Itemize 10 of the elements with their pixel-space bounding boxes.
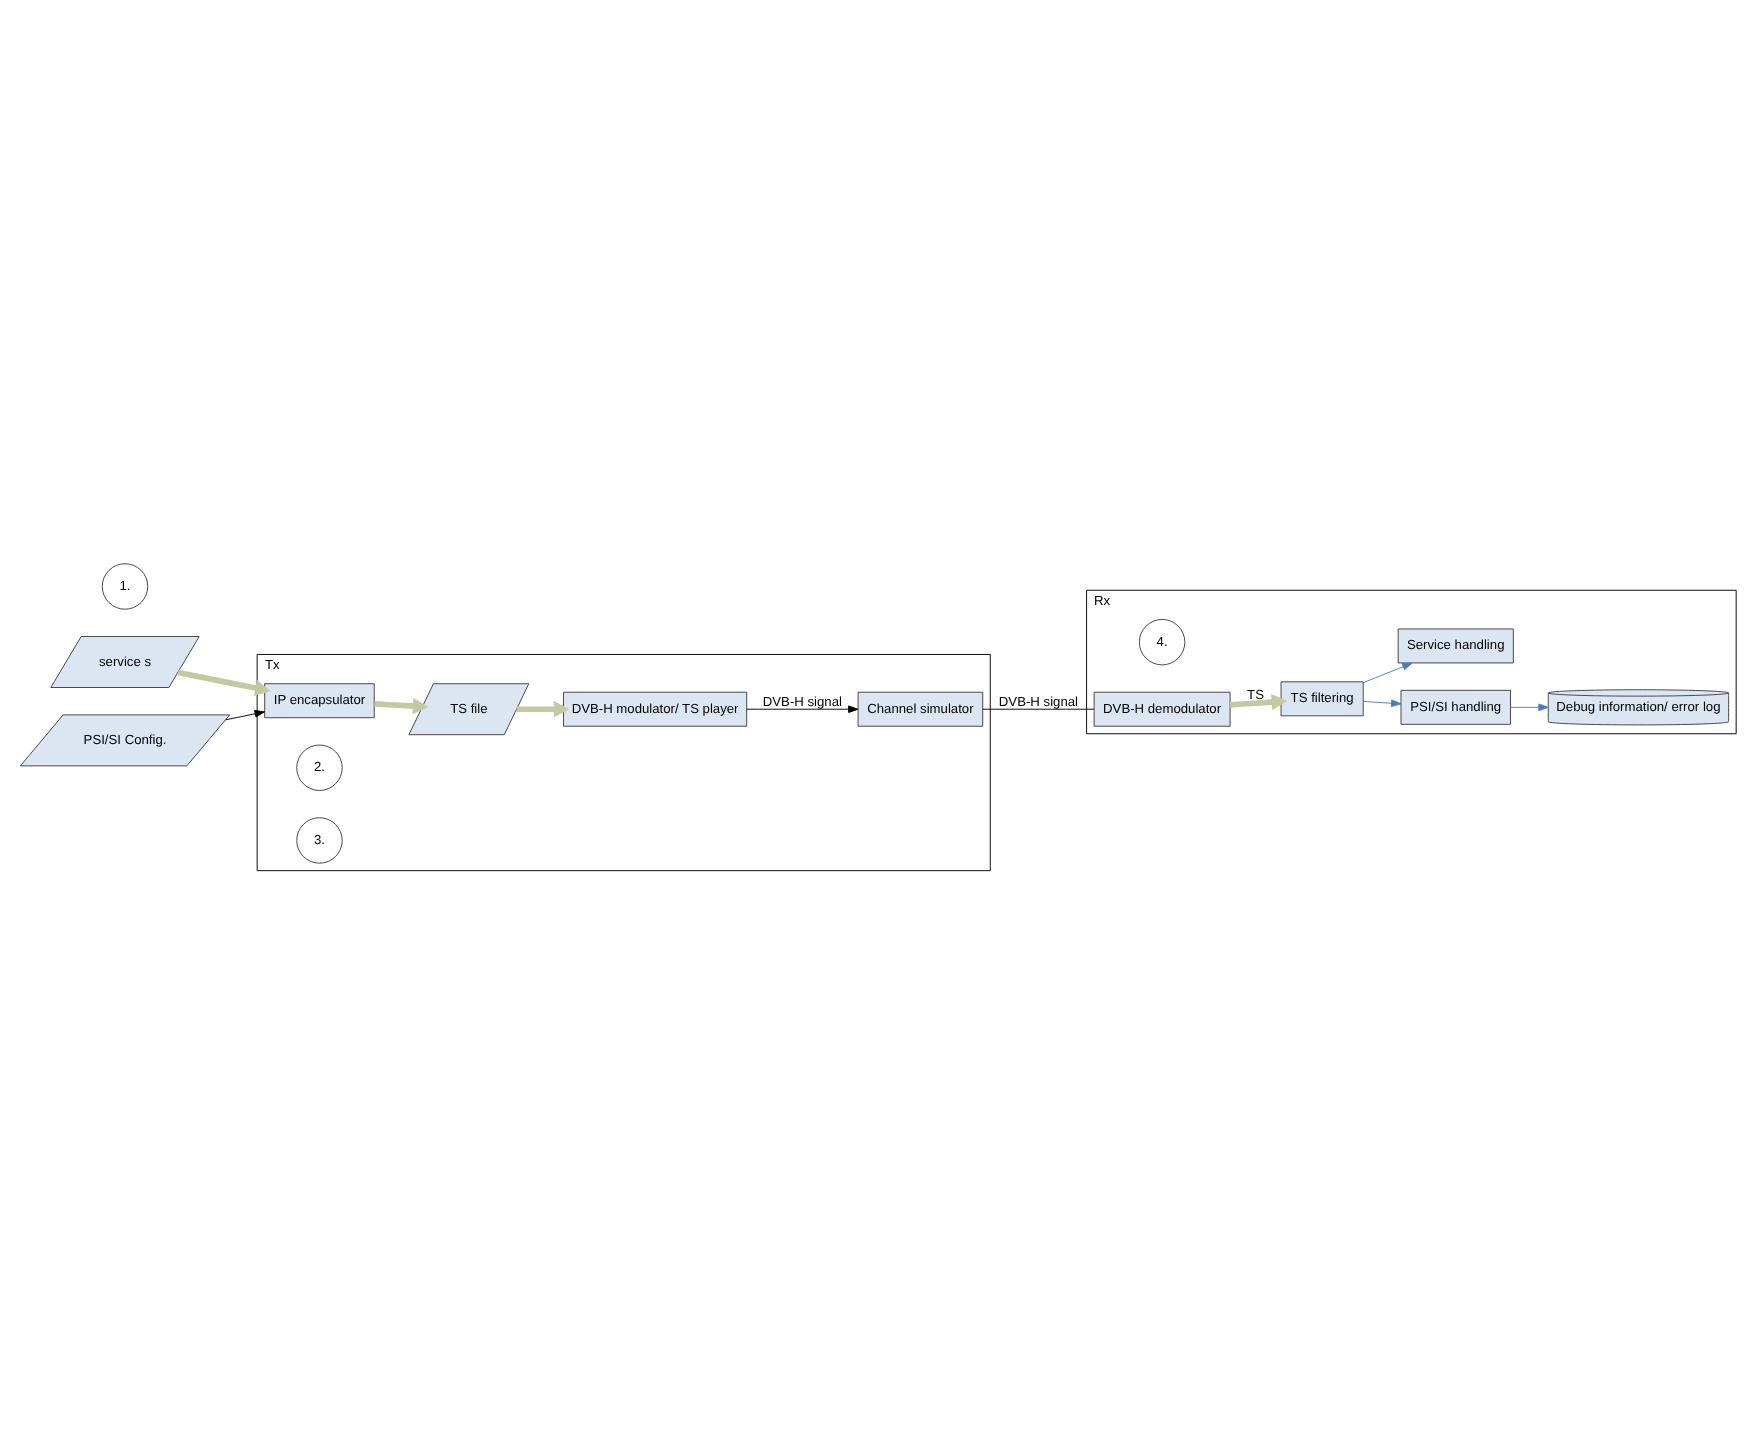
arrow [1229, 692, 1288, 710]
arrow [1362, 698, 1402, 706]
arrow [746, 704, 859, 712]
connector [982, 707, 1095, 709]
arrow [177, 668, 271, 696]
arrow [516, 700, 570, 717]
arrow [374, 696, 429, 714]
arrow [1362, 661, 1413, 683]
arrow [225, 709, 265, 720]
arrow [1510, 702, 1549, 711]
